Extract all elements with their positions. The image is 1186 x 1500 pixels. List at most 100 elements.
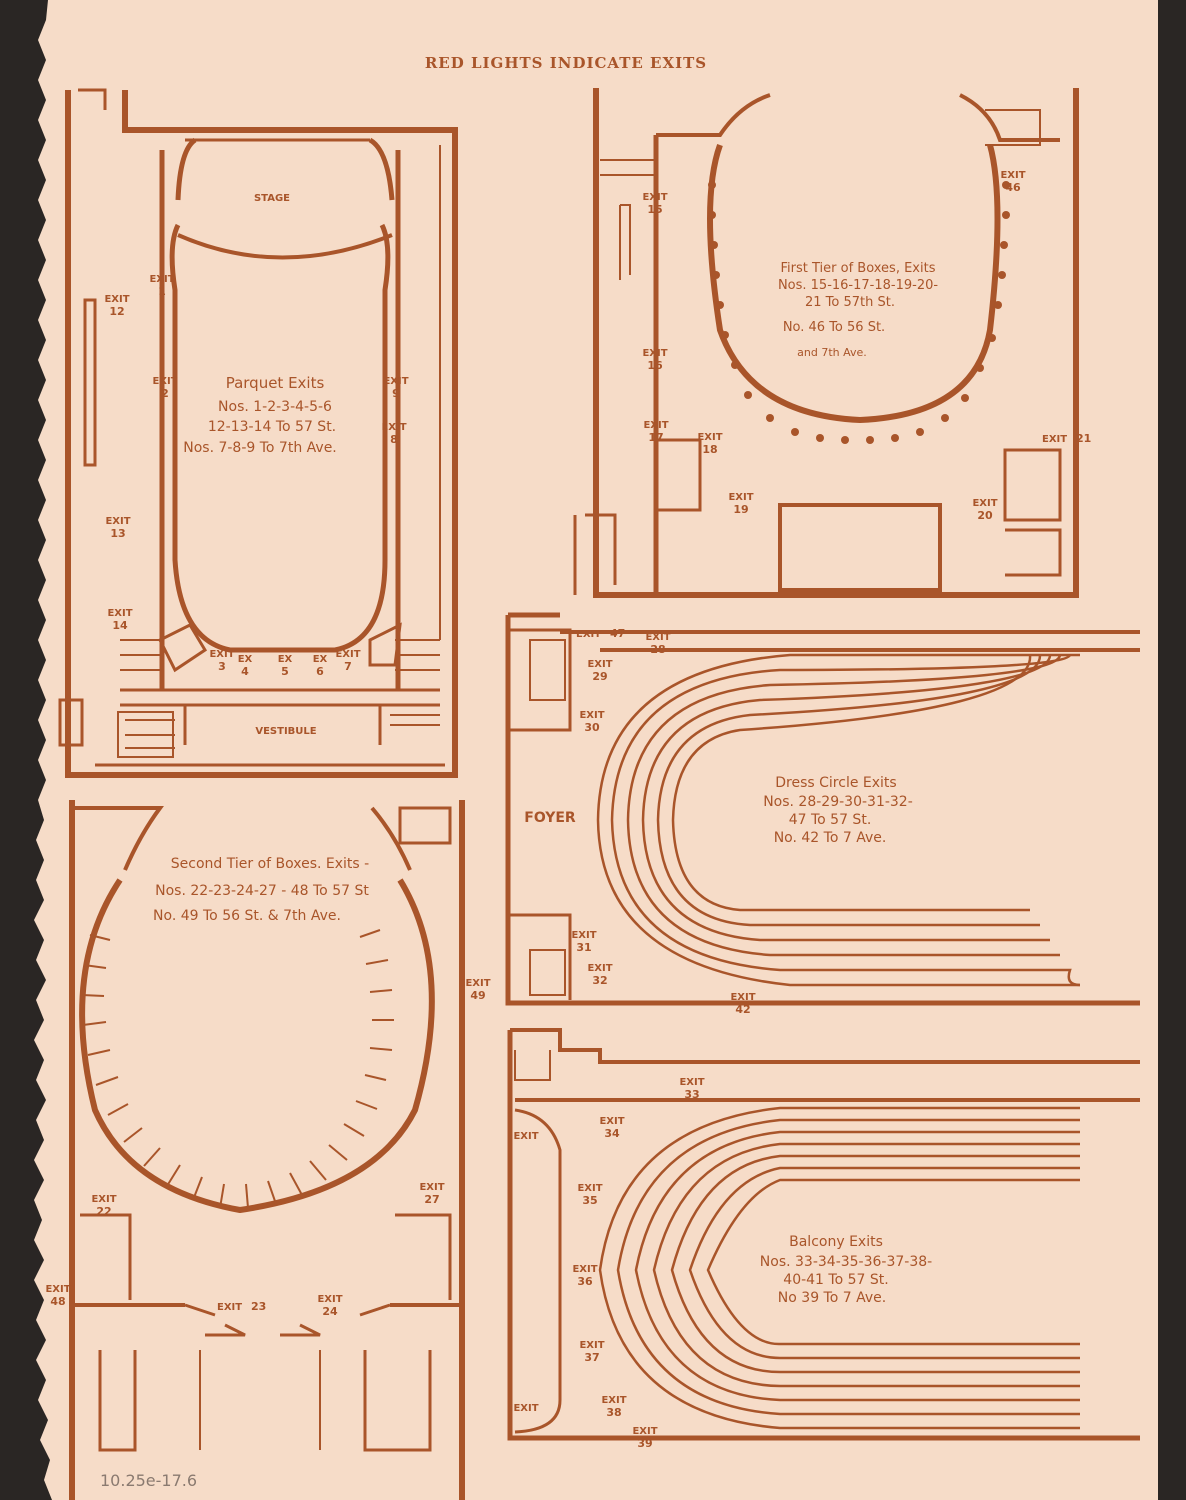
- exit-word: EXIT: [587, 659, 612, 670]
- exit-markers: EXIT1EXIT2EXIT12EXIT13EXIT14EXIT9EXIT8EX…: [45, 170, 1091, 1450]
- exit-word: EXIT: [572, 1264, 597, 1275]
- exit-number: 47: [610, 627, 625, 640]
- exit-label: EXIT: [513, 1131, 538, 1142]
- exit-word: EXIT: [383, 376, 408, 387]
- first-tier-caption: First Tier of Boxes, Exits Nos. 15-16-17…: [778, 261, 938, 359]
- svg-text:40-41 To 57 St.: 40-41 To 57 St.: [783, 1272, 888, 1288]
- exit-word: EXIT: [587, 963, 612, 974]
- exit-word: EXIT: [577, 1183, 602, 1194]
- exit-word: EXIT: [642, 348, 667, 359]
- exit-word: EXIT: [1042, 434, 1067, 445]
- exit-label: EXIT: [513, 1403, 538, 1414]
- exit-number: 36: [577, 1275, 593, 1288]
- first-tier-boxes: [708, 181, 1010, 444]
- exit-number: 12: [109, 305, 124, 318]
- exit-6: EX6: [313, 654, 328, 678]
- svg-text:47 To 57 St.: 47 To 57 St.: [789, 812, 872, 828]
- svg-text:No. 49 To 56 St. & 7th Ave.: No. 49 To 56 St. & 7th Ave.: [153, 908, 341, 924]
- exit-number: 14: [112, 619, 128, 632]
- exit-number: 1: [158, 285, 166, 298]
- exit-number: 49: [470, 989, 485, 1002]
- stage-label: STAGE: [254, 193, 290, 204]
- exit-word: EX: [313, 654, 328, 665]
- exit-number: 21: [1076, 432, 1091, 445]
- exit-5: EX5: [278, 654, 293, 678]
- exit-number: 32: [592, 974, 607, 987]
- svg-text:Nos. 7-8-9 To 7th Ave.: Nos. 7-8-9 To 7th Ave.: [183, 440, 337, 456]
- balcony-rows: [598, 1106, 1080, 1430]
- exit-number: 29: [592, 670, 607, 683]
- parquet-floor-plan: [58, 88, 458, 778]
- exit-number: 27: [424, 1193, 439, 1206]
- exit-number: 13: [110, 527, 125, 540]
- exit-word: EXIT: [579, 1340, 604, 1351]
- exit-number: 19: [733, 503, 748, 516]
- second-tier-floor-plan: [69, 800, 465, 1500]
- exit-21: EXIT 21: [1042, 432, 1091, 445]
- exit-word: EXIT: [149, 274, 174, 285]
- svg-text:Nos. 1-2-3-4-5-6: Nos. 1-2-3-4-5-6: [218, 399, 332, 415]
- exit-word: EXIT: [679, 1077, 704, 1088]
- exit-word: EXIT: [642, 192, 667, 203]
- svg-text:Parquet Exits: Parquet Exits: [226, 374, 325, 392]
- exit-number: 9: [392, 387, 400, 400]
- exit-number: 22: [96, 1205, 111, 1218]
- exit-word: EXIT: [972, 498, 997, 509]
- dress-circle-caption: Dress Circle Exits Nos. 28-29-30-31-32- …: [763, 775, 913, 846]
- exit-number: 28: [650, 643, 665, 656]
- exit-number: 30: [584, 721, 600, 734]
- exit-number: 37: [584, 1351, 599, 1364]
- exit-word: EXIT: [335, 649, 360, 660]
- exit-number: 34: [604, 1127, 620, 1140]
- exit-word: EXIT: [697, 432, 722, 443]
- exit-number: 39: [637, 1437, 652, 1450]
- exit-word: EXIT: [632, 1426, 657, 1437]
- exit-word: EXIT: [45, 1284, 70, 1295]
- svg-text:No 39 To 7 Ave.: No 39 To 7 Ave.: [778, 1290, 886, 1306]
- foyer-label: FOYER: [524, 810, 576, 826]
- exit-number: 23: [251, 1300, 266, 1313]
- vestibule-label: VESTIBULE: [255, 726, 316, 737]
- exit-word: EXIT: [579, 710, 604, 721]
- exit-word: EXIT: [728, 492, 753, 503]
- svg-text:21 To 57th St.: 21 To 57th St.: [805, 295, 895, 310]
- svg-text:Nos. 22-23-24-27 - 48 To 57 St: Nos. 22-23-24-27 - 48 To 57 St: [155, 883, 369, 899]
- exit-number: 5: [281, 665, 289, 678]
- svg-text:Dress Circle Exits: Dress Circle Exits: [775, 775, 896, 791]
- exit-word: EXIT: [645, 632, 670, 643]
- exit-number: 18: [702, 443, 717, 456]
- exit-word: EXIT: [465, 978, 490, 989]
- svg-text:Nos. 28-29-30-31-32-: Nos. 28-29-30-31-32-: [763, 794, 913, 810]
- exit-word: EXIT: [730, 992, 755, 1003]
- dress-circle-rows: [596, 653, 1081, 987]
- svg-text:Second Tier of Boxes. Exits -: Second Tier of Boxes. Exits -: [171, 856, 369, 872]
- second-tier-caption: Second Tier of Boxes. Exits - Nos. 22-23…: [153, 856, 369, 924]
- exit-number: 33: [684, 1088, 699, 1101]
- paper-sheet: [34, 0, 1158, 1500]
- exit-number: 6: [316, 665, 324, 678]
